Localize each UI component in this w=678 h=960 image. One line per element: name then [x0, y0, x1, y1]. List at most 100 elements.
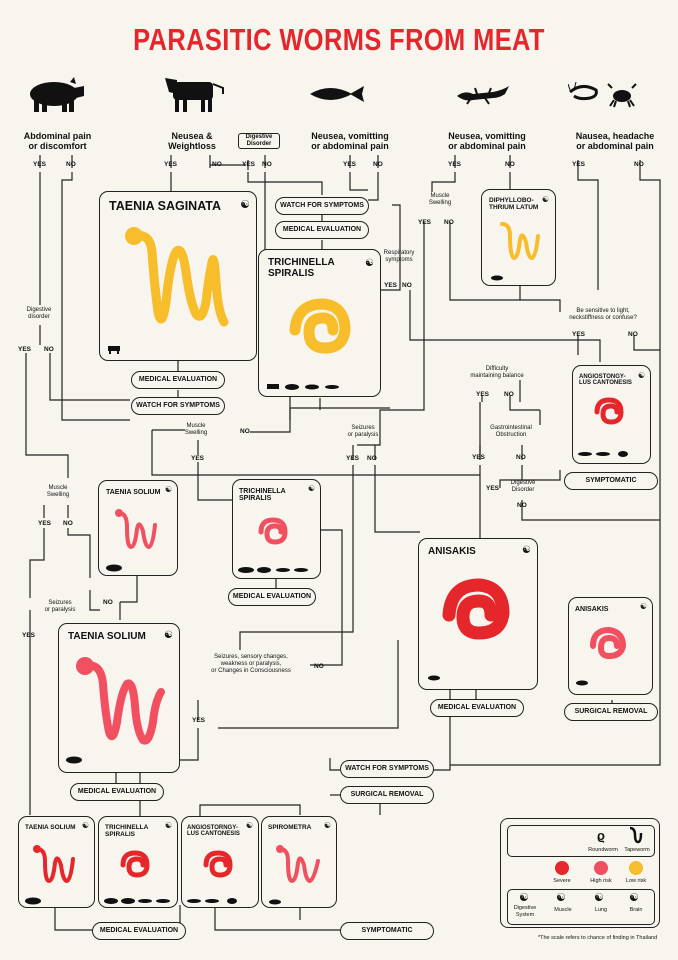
yes-label: YES [346, 455, 359, 462]
symptomatic-pill[interactable]: SYMPTOMATIC [340, 922, 434, 940]
pig-icon [22, 74, 86, 114]
brain-icon: ☯ [629, 891, 639, 904]
no-label: NO [516, 454, 526, 461]
no-label: NO [505, 161, 515, 168]
card-anisakis-large: ANISAKIS ☯ [418, 538, 538, 690]
no-label: NO [373, 161, 383, 168]
no-label: NO [63, 520, 73, 527]
legend-tapeworm: Tapeworm [619, 847, 655, 854]
card-angiostongylus-cantonesis: ANGIOSTONGY- LUS CANTONESIS ☯ [572, 365, 651, 464]
medical-evaluation-pill[interactable]: MEDICAL EVALUATION [275, 221, 369, 239]
watch-symptoms-pill[interactable]: WATCH FOR SYMPTOMS [131, 397, 225, 415]
legend-severe: Severe [544, 878, 580, 885]
no-label: NO [240, 428, 250, 435]
cow-icon [106, 344, 122, 354]
brain-icon: ☯ [246, 821, 253, 830]
question-seizures-center: Seizures or paralysis [340, 425, 386, 439]
lung-icon: ☯ [640, 602, 647, 611]
cow-icon [165, 70, 227, 114]
card-trichinella-spiralis-bottom: TRICHINELLA SPIRALIS ☯ [98, 816, 178, 908]
roundworm-severe-icon [115, 843, 159, 887]
card-title: ANISAKIS [428, 547, 476, 558]
fish-icon [427, 675, 443, 681]
digestive-system-icon: ☯ [519, 891, 529, 904]
card-title: ANISAKIS [575, 606, 608, 613]
host-animals-icon [186, 897, 242, 905]
yes-label: YES [22, 632, 35, 639]
question-muscle-swelling-center: Muscle Swelling [176, 423, 216, 437]
yes-label: YES [572, 161, 585, 168]
brain-icon: ☯ [165, 485, 172, 494]
tapeworm-low-risk-icon [116, 222, 236, 342]
yes-label: YES [418, 219, 431, 226]
card-title: ANGIOSTONGY- LUS CANTONESIS [579, 374, 632, 387]
yes-label: YES [486, 485, 499, 492]
fish-icon [268, 899, 284, 905]
question-balance: Difficulty maintaining balance [462, 366, 532, 380]
card-taenia-solium-small: TAENIA SOLIUM ☯ [98, 480, 178, 576]
roundworm-severe-icon [435, 569, 523, 657]
host-animals-icon [237, 566, 317, 574]
card-taenia-solium-large: TAENIA SOLIUM ☯ [58, 623, 180, 773]
question-digestive-disorder-top: Digestive Disorder [238, 133, 280, 149]
yes-label: YES [38, 520, 51, 527]
medical-evaluation-pill[interactable]: MEDICAL EVALUATION [131, 371, 225, 389]
watch-symptoms-pill[interactable]: WATCH FOR SYMPTOMS [275, 197, 369, 215]
fish-icon [308, 84, 366, 104]
digestive-system-icon: ☯ [542, 195, 549, 204]
legend-lung: Lung [583, 907, 619, 914]
yes-label: YES [448, 161, 461, 168]
yes-label: YES [472, 454, 485, 461]
card-title: TRICHINELLA SPIRALIS [268, 258, 335, 279]
yes-label: YES [33, 161, 46, 168]
card-spirometra-bottom: SPIROMETRA ☯ [261, 816, 337, 908]
watch-symptoms-pill[interactable]: WATCH FOR SYMPTOMS [340, 760, 434, 778]
yes-label: YES [164, 161, 177, 168]
question-fish-symptoms: Neusea, vomitting or abdominal pain [295, 131, 405, 151]
brain-icon: ☯ [638, 371, 645, 380]
digestive-system-icon: ☯ [164, 630, 173, 641]
roundworm-icon: ϱ [597, 828, 605, 843]
roundworm-severe-icon [591, 392, 631, 432]
no-label: NO [367, 455, 377, 462]
question-seizures-left: Seizures or paralysis [30, 600, 90, 614]
tapeworm-low-risk-icon [496, 218, 546, 268]
host-animals-icon [265, 382, 345, 392]
question-abdominal-pain: Abdominal pain or discomfort [10, 131, 105, 151]
medical-evaluation-pill[interactable]: MEDICAL EVALUATION [228, 588, 316, 606]
yes-label: YES [242, 161, 255, 168]
symptomatic-pill[interactable]: SYMPTOMATIC [564, 472, 658, 490]
no-label: NO [212, 161, 222, 168]
surgical-removal-pill[interactable]: SURGICAL REMOVAL [564, 703, 658, 721]
no-label: NO [444, 219, 454, 226]
surgical-removal-pill[interactable]: SURGICAL REMOVAL [340, 786, 434, 804]
question-muscle-swelling-reptile: Muscle Swelling [420, 193, 460, 207]
roundworm-high-risk-icon [253, 510, 297, 554]
medical-evaluation-pill[interactable]: MEDICAL EVALUATION [92, 922, 186, 940]
fish-icon [575, 680, 591, 686]
yes-label: YES [18, 346, 31, 353]
no-label: NO [314, 663, 324, 670]
medical-evaluation-pill[interactable]: MEDICAL EVALUATION [70, 783, 164, 801]
card-title: TAENIA SOLIUM [68, 632, 146, 643]
muscle-icon: ☯ [365, 258, 374, 269]
no-label: NO [262, 161, 272, 168]
no-label: NO [517, 502, 527, 509]
card-title: ANGIOSTORNGY- LUS CANTONESIS [187, 825, 240, 838]
page-title: PARASITIC WORMS FROM MEAT [61, 22, 617, 58]
legend-digestive: Digestive System [507, 905, 543, 918]
roundworm-high-risk-icon [585, 620, 635, 670]
no-label: NO [103, 599, 113, 606]
legend-high-risk: High risk [583, 878, 619, 885]
question-seafood-symptoms: Nausea, headache or abdominal pain [560, 131, 670, 151]
question-respiratory: Respiratory symptoms [376, 250, 422, 264]
no-label: NO [402, 282, 412, 289]
brain-icon: ☯ [82, 821, 89, 830]
muscle-icon: ☯ [308, 484, 315, 493]
card-title: TRICHINELLA SPIRALIS [239, 488, 286, 503]
roundworm-severe-icon [198, 843, 242, 887]
yes-label: YES [476, 391, 489, 398]
card-title: TRICHINELLA SPIRALIS [105, 825, 148, 839]
medical-evaluation-pill[interactable]: MEDICAL EVALUATION [430, 699, 524, 717]
high-risk-dot [594, 861, 608, 875]
